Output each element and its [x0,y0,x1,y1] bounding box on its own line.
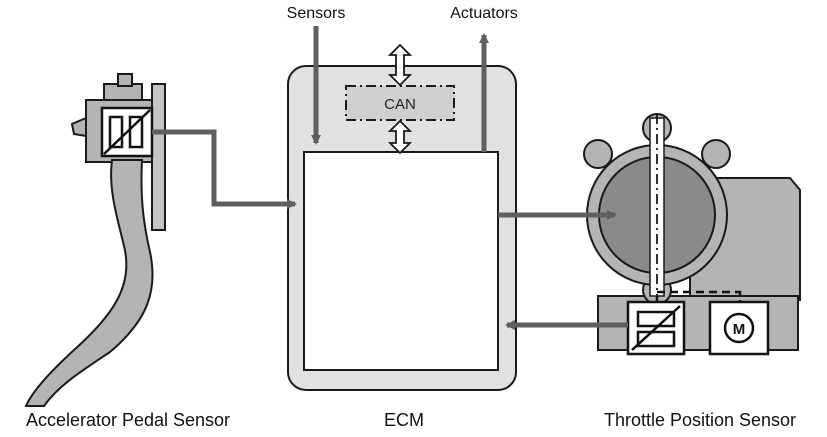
throttle-sensor-wiper [631,305,681,351]
pedal-mounting-plate [151,83,166,231]
can-box [345,85,455,121]
tps-motor-link-dashed [657,290,742,302]
pedal-to-ecm-arrow [152,129,297,209]
can-bus-arrows [387,43,413,155]
can-label: CAN [384,96,416,113]
throttle-motor-icon [708,300,770,356]
throttle-sensor-element-1 [636,310,676,328]
pedal-sensor-element-2 [128,115,144,149]
throttle-position-sensor-label: Throttle Position Sensor [604,410,796,430]
throttle-mount-ear-left [583,139,613,169]
sensors-label: Sensors [287,5,346,22]
ecm-label: ECM [384,410,424,430]
signal-arrows [152,26,628,330]
motor-label: M [733,321,746,338]
motor-circle [723,312,755,344]
actuators-label: Actuators [450,5,518,22]
pedal-housing-tab [70,116,87,138]
throttle-mount-ear-right [701,139,731,169]
pedal-sensor-element-1 [108,115,124,149]
can-upper-double-arrow [387,43,413,87]
pedal-sensor-wiper [103,109,151,155]
throttle-sensor-element-2 [636,330,676,348]
ecm: CAN [287,65,517,391]
ecm-controller-box [303,151,499,371]
accelerator-pedal [24,73,166,407]
pedal-connector-tab [117,73,133,87]
throttle-body: M [583,113,801,356]
can-lower-double-arrow [387,119,413,155]
pedal-arm [24,159,154,407]
accelerator-pedal-sensor-label: Accelerator Pedal Sensor [26,410,230,430]
